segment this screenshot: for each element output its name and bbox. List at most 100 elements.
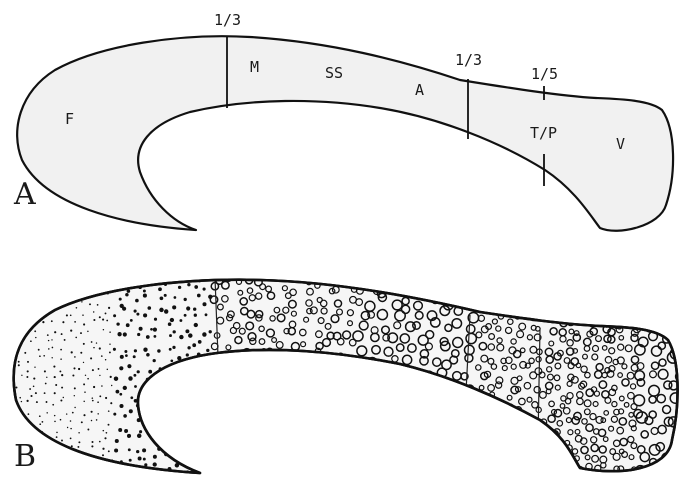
fiber-dot-870	[453, 409, 463, 419]
fiber-dot-296	[123, 277, 127, 281]
fiber-dot-808	[411, 276, 421, 286]
fiber-dot-1106	[577, 313, 584, 320]
fiber-dot-237	[96, 342, 97, 343]
fiber-dot-1196	[612, 294, 619, 301]
fiber-dot-290	[113, 413, 116, 416]
fiber-dot-248	[99, 441, 101, 443]
fiber-dot-12	[10, 384, 11, 385]
fiber-dot-154	[60, 419, 62, 421]
fiber-dot-714	[349, 387, 355, 393]
fiber-dot-217	[92, 369, 94, 371]
fiber-dot-417	[187, 283, 190, 286]
fiber-dot-871	[449, 416, 458, 425]
fiber-dot-906	[476, 407, 482, 413]
fiber-dot-715	[343, 395, 350, 402]
fiber-dot-855	[442, 426, 451, 435]
fiber-dot-635	[298, 355, 306, 363]
fiber-dot-331	[139, 430, 142, 433]
fiber-dot-768	[377, 409, 386, 418]
fiber-dot-735	[355, 419, 364, 428]
fiber-dot-1220	[617, 299, 623, 305]
fiber-dot-972	[505, 469, 510, 474]
fiber-dot-124	[51, 357, 52, 358]
fiber-dot-681	[321, 437, 327, 443]
fiber-dot-446	[193, 377, 197, 381]
fiber-dot-375	[153, 462, 157, 466]
fiber-dot-187	[81, 301, 82, 302]
fiber-dot-1329	[672, 450, 682, 461]
fiber-dot-775	[391, 285, 399, 293]
fiber-dot-769	[377, 419, 385, 427]
fiber-dot-126	[54, 376, 56, 378]
fiber-dot-1148	[590, 277, 596, 283]
fiber-dot-1328	[673, 446, 682, 456]
fiber-dot-646	[303, 471, 310, 478]
fiber-dot-1035	[550, 296, 556, 302]
fiber-dot-169	[71, 351, 73, 353]
fiber-dot-684	[327, 473, 333, 478]
fiber-dot-522	[239, 362, 246, 369]
fiber-dot-754	[370, 444, 379, 453]
fiber-dot-600	[285, 386, 292, 393]
fiber-dot-425	[187, 367, 190, 370]
fiber-dot-1263	[633, 277, 642, 286]
region-label-f: F	[65, 110, 74, 128]
fiber-dot-663	[313, 451, 320, 458]
fiber-dot-1281	[651, 286, 658, 293]
fiber-dot-171	[73, 367, 75, 369]
fiber-dot-1057	[559, 283, 566, 290]
fiber-dot-98	[47, 334, 49, 336]
fiber-dot-321	[139, 327, 143, 331]
fiber-dot-636	[299, 358, 306, 365]
fiber-dot-441	[194, 323, 198, 327]
fiber-dot-991	[520, 457, 526, 463]
fiber-dot-907	[475, 415, 482, 422]
fiber-dot-584	[268, 420, 273, 425]
fiber-dot-767	[383, 390, 393, 400]
fiber-dot-101	[43, 355, 45, 357]
fiber-dot-824	[417, 471, 425, 478]
fiber-dot-304	[125, 354, 128, 357]
fiber-dot-384	[170, 359, 173, 362]
fiber-dot-621	[295, 407, 301, 413]
fiber-dot-1105	[575, 303, 582, 310]
fiber-dot-207	[88, 274, 90, 276]
fiber-dot-440	[194, 314, 197, 317]
fiber-dot-261	[109, 351, 111, 353]
fiber-dot-950	[495, 445, 502, 452]
fiber-dot-1015	[537, 292, 544, 299]
fiber-dot-133	[56, 436, 58, 438]
fiber-dot-801	[404, 396, 413, 405]
fiber-dot-175	[74, 407, 75, 408]
fiber-dot-1077	[554, 466, 561, 473]
fraction-label-second: 1/3	[455, 51, 482, 69]
fiber-dot-599	[279, 370, 285, 376]
fiber-dot-641	[299, 422, 305, 428]
fiber-dot-1301	[660, 325, 668, 333]
fiber-dot-344	[146, 353, 150, 357]
fiber-dot-400	[179, 319, 182, 322]
fiber-dot-393	[168, 448, 171, 451]
fiber-dot-935	[502, 292, 507, 297]
fiber-dot-202	[78, 441, 80, 443]
fiber-dot-7	[6, 343, 8, 345]
fiber-dot-388	[167, 393, 171, 397]
fiber-dot-949	[495, 433, 500, 438]
fiber-dot-392	[166, 435, 169, 438]
fiber-dot-397	[178, 286, 181, 289]
fiber-dot-23	[16, 279, 17, 280]
fiber-dot-337	[143, 290, 146, 293]
fiber-dot-422	[188, 333, 192, 337]
fiber-dot-1032	[535, 465, 540, 470]
fiber-dot-116	[55, 285, 57, 287]
fiber-dot-181	[70, 454, 72, 456]
fiber-dot-146	[60, 349, 62, 351]
fiber-dot-173	[74, 387, 76, 389]
fiber-dot-1265	[634, 297, 641, 304]
fiber-dot-59	[30, 395, 32, 397]
fiber-dot-1195	[613, 282, 620, 289]
fiber-dot-544	[246, 398, 251, 403]
fiber-dot-56	[27, 370, 29, 372]
fiber-dot-285	[119, 366, 123, 370]
